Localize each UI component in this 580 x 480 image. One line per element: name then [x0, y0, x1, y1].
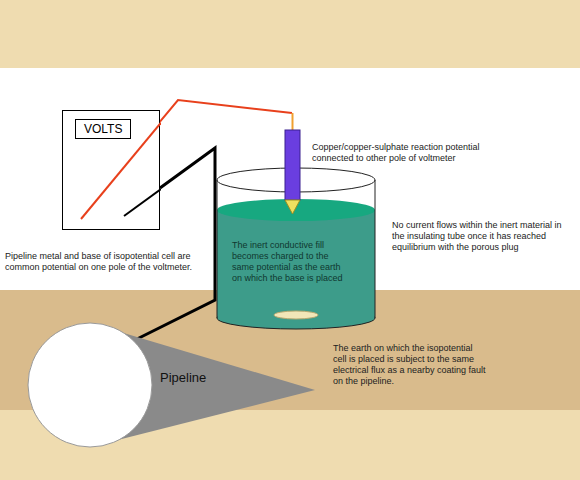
reference-electrode: [285, 130, 300, 200]
isopotential-cell-shape: [216, 95, 378, 330]
pipeline-end: [28, 323, 152, 447]
conductive-fill: [217, 210, 375, 318]
top-band: [0, 0, 580, 68]
cell-wall: [375, 180, 376, 318]
probe-lead: [292, 113, 294, 131]
cell-wall: [217, 180, 218, 318]
porous-plug: [274, 311, 318, 319]
note: Copper/copper-sulphate reaction potentia…: [312, 142, 517, 164]
fill-surface: [217, 199, 375, 221]
fill-cover: [218, 210, 375, 318]
electrode-tip: [285, 200, 300, 214]
note: No current flows within the inert materi…: [392, 220, 564, 253]
red-wire: [160, 100, 292, 122]
node-text: Pipeline: [160, 370, 206, 385]
isopotential-cell: The inert conductive fill becomes charge…: [216, 95, 378, 330]
note: Pipeline metal and base of isopotential …: [5, 251, 205, 273]
voltmeter-box: VOLTS: [62, 110, 160, 230]
node-text: The inert conductive fill becomes charge…: [232, 240, 344, 284]
note: The earth on which the isopotential cell…: [333, 343, 488, 387]
pipeline: Pipeline: [26, 320, 318, 450]
node-text: VOLTS: [75, 119, 131, 139]
black-lead: [124, 189, 161, 216]
pipeline-shape: [26, 320, 318, 450]
